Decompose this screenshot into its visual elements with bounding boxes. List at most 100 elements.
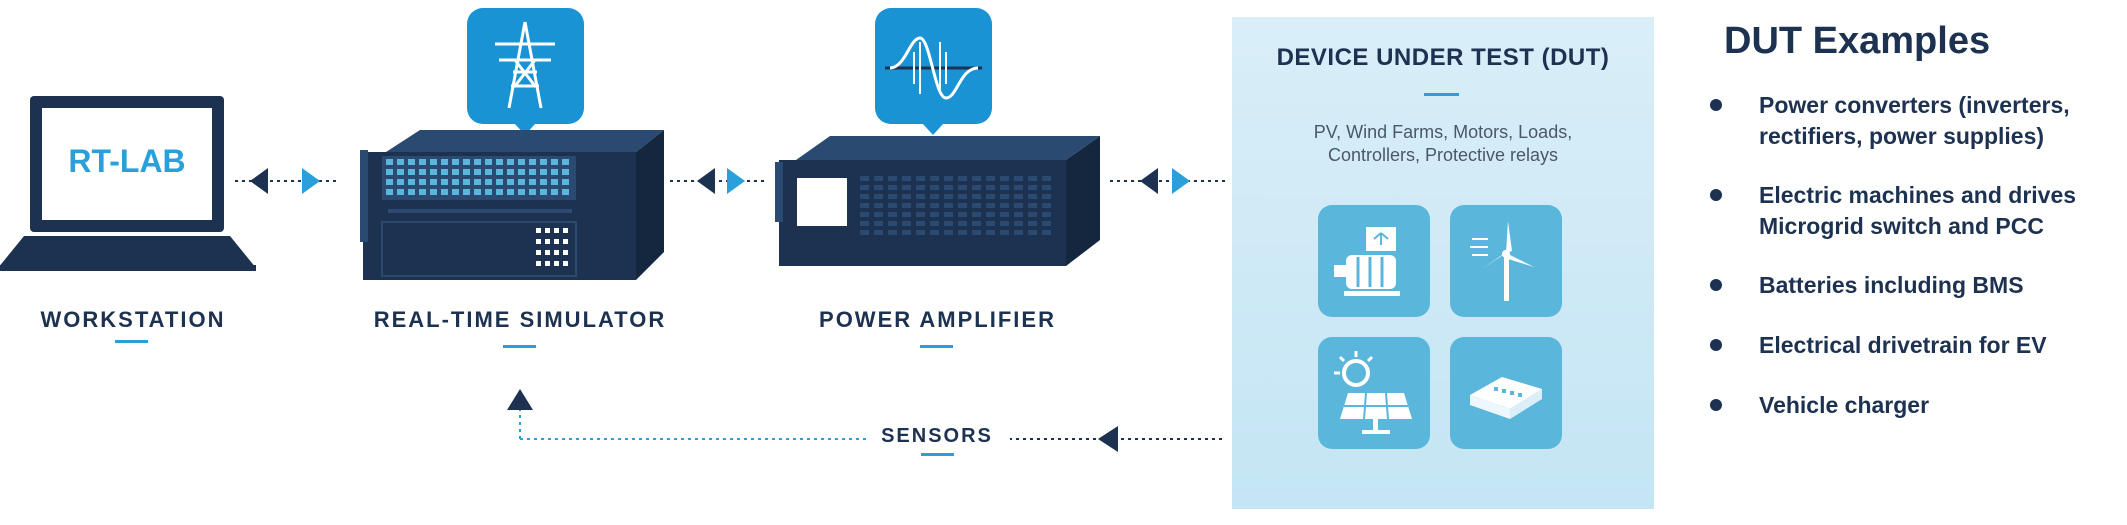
simulator-led — [485, 159, 492, 165]
bullet-icon — [1710, 399, 1722, 411]
simulator-button — [563, 250, 568, 255]
simulator-led — [419, 169, 426, 175]
simulator-button — [536, 261, 541, 266]
simulator-led — [529, 159, 536, 165]
bullet-icon — [1710, 99, 1722, 111]
simulator-led — [518, 159, 525, 165]
simulator-led — [507, 189, 514, 195]
dut-panel: DEVICE UNDER TEST (DUT) PV, Wind Farms, … — [1232, 17, 1654, 509]
amplifier-vent — [1028, 221, 1037, 226]
amplifier-vent — [930, 203, 939, 208]
amplifier-vent — [860, 185, 869, 190]
simulator-led — [452, 159, 459, 165]
amplifier-vent — [958, 203, 967, 208]
amplifier-vent — [902, 212, 911, 217]
amplifier-vent — [1042, 185, 1051, 190]
amplifier-vent — [874, 221, 883, 226]
amplifier-vent — [930, 194, 939, 199]
amplifier-vent — [888, 212, 897, 217]
dut-title-underline — [1424, 93, 1459, 96]
amplifier-vent — [986, 176, 995, 181]
amplifier-vent — [958, 176, 967, 181]
amplifier-vent — [1042, 203, 1051, 208]
amplifier-vent — [930, 212, 939, 217]
simulator-led — [452, 179, 459, 185]
bullet-icon — [1710, 279, 1722, 291]
sensors-feedback-path — [507, 389, 1222, 452]
arrow-simulator-amplifier — [670, 168, 768, 194]
motor-icon — [1334, 227, 1400, 296]
simulator-led — [419, 179, 426, 185]
simulator-led — [529, 169, 536, 175]
amplifier-vent — [1014, 212, 1023, 217]
simulator-led — [463, 179, 470, 185]
amplifier-vent — [874, 212, 883, 217]
simulator-led — [463, 159, 470, 165]
example-text: Electric machines and drives Microgrid s… — [1759, 182, 2077, 239]
simulator-led — [562, 169, 569, 175]
sensors-underline — [921, 453, 954, 456]
simulator-led — [408, 179, 415, 185]
amplifier-vent — [1000, 185, 1009, 190]
simulator-led — [463, 189, 470, 195]
simulator-button — [545, 228, 550, 233]
simulator-button — [554, 261, 559, 266]
amplifier-vent — [1028, 212, 1037, 217]
amplifier-vent — [860, 176, 869, 181]
simulator-led — [463, 169, 470, 175]
amplifier-vent — [888, 194, 897, 199]
amplifier-vent — [972, 221, 981, 226]
wind-turbine-icon — [1470, 221, 1534, 301]
simulator-led — [540, 189, 547, 195]
amplifier-vent — [944, 185, 953, 190]
examples-title: DUT Examples — [1724, 20, 1991, 62]
simulator-led — [474, 159, 481, 165]
motor-tile — [1318, 205, 1430, 317]
simulator-button — [536, 250, 541, 255]
amplifier-vent — [916, 203, 925, 208]
simulator-led — [430, 159, 437, 165]
dut-description: PV, Wind Farms, Motors, Loads, Controlle… — [1313, 122, 1573, 165]
simulator-led — [474, 169, 481, 175]
example-text: Vehicle charger — [1759, 392, 1930, 418]
simulator-led — [474, 179, 481, 185]
amplifier-vent — [888, 185, 897, 190]
amplifier-vent — [902, 194, 911, 199]
simulator-button — [545, 239, 550, 244]
simulator-led — [551, 179, 558, 185]
amplifier-vent — [986, 185, 995, 190]
amplifier-vent — [916, 230, 925, 235]
amplifier-vent — [1014, 203, 1023, 208]
bullet-icon — [1710, 189, 1722, 201]
amplifier-vent — [888, 176, 897, 181]
amplifier-vent — [972, 230, 981, 235]
amplifier-vent — [958, 212, 967, 217]
amplifier-vent — [930, 176, 939, 181]
solar-panel-icon — [1334, 351, 1412, 434]
amplifier-vent — [944, 230, 953, 235]
amplifier-vent — [902, 176, 911, 181]
amplifier-vent — [860, 221, 869, 226]
simulator-led — [386, 179, 393, 185]
amplifier-vent — [1000, 176, 1009, 181]
controller-box-icon — [1470, 377, 1542, 419]
simulator-led — [540, 159, 547, 165]
sensors-label: SENSORS — [881, 425, 993, 447]
simulator-led — [496, 169, 503, 175]
dut-title: DEVICE UNDER TEST (DUT) — [1276, 44, 1610, 71]
simulator-led — [430, 179, 437, 185]
amplifier-vent — [874, 230, 883, 235]
amplifier-vent — [916, 212, 925, 217]
controller-box-tile — [1450, 337, 1562, 449]
amplifier-vent — [972, 194, 981, 199]
amplifier-label: POWER AMPLIFIER — [819, 307, 1056, 332]
simulator-button — [554, 250, 559, 255]
simulator-led — [496, 159, 503, 165]
amplifier-vent — [1014, 185, 1023, 190]
amplifier-vent — [958, 185, 967, 190]
amplifier-vent — [860, 230, 869, 235]
simulator-led — [507, 169, 514, 175]
amplifier-vent — [972, 212, 981, 217]
simulator-led — [507, 179, 514, 185]
simulator-led — [441, 179, 448, 185]
